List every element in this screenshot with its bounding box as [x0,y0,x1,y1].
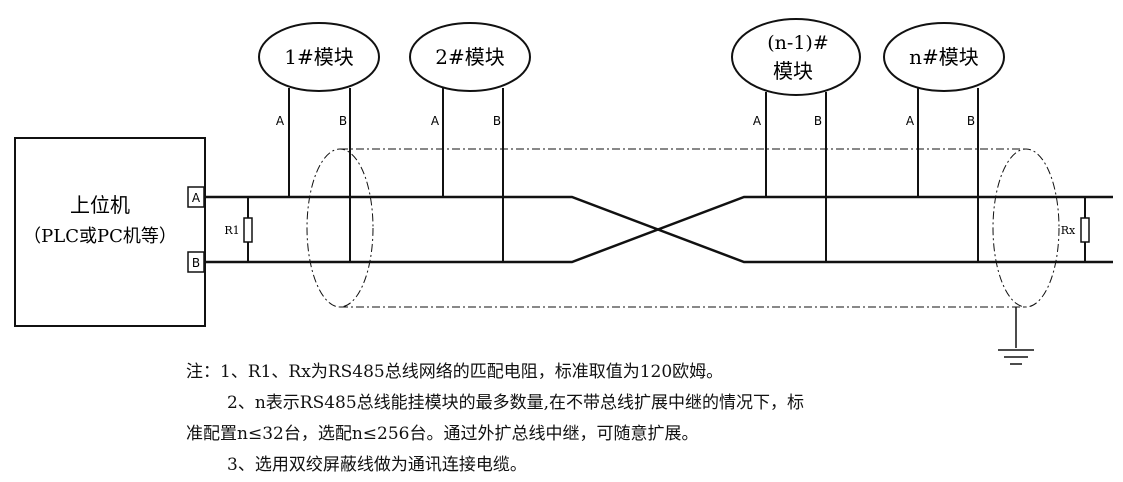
note-line-1: 注：1、R1、Rx为RS485总线网络的匹配电阻，标准取值为120欧姆。 [186,362,724,382]
module-1-ellipse [258,22,380,92]
module-n-minus-1-pin-b: B [814,114,822,128]
rx-resistor [1080,217,1090,243]
bus-line-b [204,195,1113,264]
module-1-pin-b: B [339,114,347,128]
module-n: n#模块 A B [883,22,1005,262]
module-1-pin-a: A [276,114,285,128]
module-n-pin-a: A [906,114,915,128]
shield-left-end [306,148,374,308]
host-box [14,137,206,327]
module-1-label: 1#模块 [284,45,353,69]
host-sublabel: （PLC或PC机等） [23,226,177,247]
module-1: 1#模块 A B [258,22,380,262]
note-line-4: 3、选用双绞屏蔽线做为通讯连接电缆。 [227,455,527,475]
module-n-label: n#模块 [909,45,979,69]
host-label: 上位机 [70,193,130,217]
module-n-pin-b: B [967,114,975,128]
shield-right-end [992,148,1060,308]
module-2-ellipse [409,22,531,92]
module-n-minus-1-label-line2: 模块 [773,59,813,83]
rx-label: Rx [1061,224,1076,237]
module-2-pin-a: A [431,114,440,128]
module-2-label: 2#模块 [435,45,504,69]
module-n-ellipse [883,22,1005,92]
module-2: 2#模块 A B [409,22,531,262]
module-n-minus-1: (n-1)# 模块 A B [731,18,861,262]
module-n-minus-1-ellipse [731,18,861,96]
port-a-label: A [192,191,201,205]
module-2-pin-b: B [493,114,501,128]
port-b-label: B [192,256,200,270]
note-line-2: 2、n表示RS485总线能挂模块的最多数量,在不带总线扩展中继的情况下，标 [227,393,805,413]
r1-label: R1 [224,224,239,237]
r1-resistor [243,217,253,243]
note-line-3: 准配置n≤32台，选配n≤256台。通过外扩总线中继，可随意扩展。 [186,424,699,444]
module-n-minus-1-label-line1: (n-1)# [767,32,829,54]
module-n-minus-1-pin-a: A [753,114,762,128]
